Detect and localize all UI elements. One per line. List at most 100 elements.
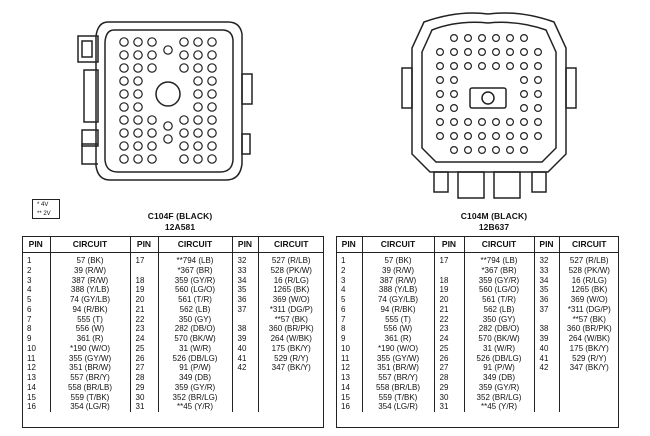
pin-number: 4 <box>22 285 51 295</box>
connector-pin-hole <box>435 131 444 140</box>
pin-number: 18 <box>434 275 465 286</box>
circuit-value: 94 (R/BK) <box>50 304 131 315</box>
circuit-value <box>559 402 619 412</box>
c104m-name: C104M (BLACK) <box>460 211 528 221</box>
connector-pin-hole <box>163 121 173 131</box>
connector-pin-hole <box>534 103 543 112</box>
pin-number: 22 <box>130 314 159 325</box>
connector-pin-hole <box>505 61 514 70</box>
pin-number: 38 <box>534 324 560 334</box>
circuit-value: 369 (W/O) <box>272 295 310 304</box>
connector-pin-hole <box>519 103 528 112</box>
circuit-value <box>258 402 324 412</box>
pin-number: 18 <box>130 275 159 286</box>
pin-number: 23 <box>130 324 159 334</box>
pin-number: 32 <box>232 252 259 266</box>
circuit-value: *367 (BR) <box>158 265 233 276</box>
connector-pin-hole <box>534 75 543 84</box>
connector-pin-hole <box>435 75 444 84</box>
connector-pin-hole <box>207 102 217 112</box>
connector-pin-hole <box>534 89 543 98</box>
pin-number: 37 <box>232 304 259 315</box>
circuit-value: 361 (R) <box>362 334 435 344</box>
circuit-value: 264 (W/BK) <box>568 334 610 343</box>
circuit-value: **794 (LB) <box>464 252 535 266</box>
circuit-value: 16 (R/LG) <box>273 275 309 285</box>
connector-pin-hole <box>505 117 514 126</box>
circuit-value <box>258 393 324 403</box>
circuit-value: 557 (BR/Y) <box>50 373 131 383</box>
connector-pin-hole <box>133 37 143 47</box>
pin-number: 11 <box>336 353 363 364</box>
connector-pin-hole <box>193 102 203 112</box>
connector-pin-hole <box>163 45 173 55</box>
connector-pin-hole <box>449 75 458 84</box>
pin-number: 20 <box>434 295 465 305</box>
connector-pin-hole <box>179 63 189 73</box>
connector-pin-hole <box>133 154 143 164</box>
circuit-value: 349 (DB) <box>464 373 535 383</box>
pin-number: 19 <box>130 285 159 295</box>
circuit-value <box>559 373 619 383</box>
pin-number: 24 <box>130 334 159 344</box>
pin-number: 30 <box>130 392 159 403</box>
circuit-value: 349 (DB) <box>158 373 233 383</box>
circuit-header: CIRCUIT <box>464 236 535 253</box>
circuit-value: 282 (DB/O) <box>464 324 535 334</box>
pin-number: 20 <box>130 295 159 305</box>
connector-pin-hole <box>119 89 129 99</box>
connector-pin-hole <box>147 128 157 138</box>
connector-pin-hole <box>449 117 458 126</box>
pin-number: 31 <box>130 402 159 412</box>
connector-pin-hole <box>193 37 203 47</box>
circuit-value: 556 (W) <box>50 324 131 334</box>
connector-pin-hole <box>207 141 217 151</box>
connector-pin-hole <box>207 115 217 125</box>
pin-number: 36 <box>534 295 560 305</box>
pin-number: 39 <box>534 334 560 344</box>
circuit-header: CIRCUIT <box>50 236 131 253</box>
connector-pin-hole <box>519 146 528 155</box>
connector-pin-hole <box>147 115 157 125</box>
circuit-value: 570 (BK/W) <box>464 334 535 344</box>
pin-number: 10 <box>336 343 363 354</box>
circuit-value: 351 (BR/W) <box>362 363 435 373</box>
pin-number <box>534 373 560 383</box>
connector-pin-hole <box>179 115 189 125</box>
connector-pin-hole <box>534 61 543 70</box>
connector-pin-hole <box>534 131 543 140</box>
pin-number: 8 <box>22 324 51 334</box>
connector-pin-hole <box>193 63 203 73</box>
pin-header: PIN <box>336 236 363 253</box>
connector-pin-hole <box>435 47 444 56</box>
pin-number: 22 <box>434 314 465 325</box>
circuit-value: 31 (W/R) <box>158 343 233 354</box>
pin-header: PIN <box>534 236 560 253</box>
circuit-value: 16 (R/LG) <box>571 275 607 285</box>
circuit-value: 347 (BK/Y) <box>569 363 609 373</box>
connector-pin-hole <box>477 146 486 155</box>
circuit-value <box>559 383 619 393</box>
circuit-value: 562 (LB) <box>158 304 233 315</box>
connector-pin-hole <box>179 50 189 60</box>
connector-pin-hole <box>449 61 458 70</box>
connector-pin-hole <box>147 37 157 47</box>
circuit-value: 561 (T/R) <box>158 295 233 305</box>
connector-pin-hole <box>435 61 444 70</box>
pin-number <box>534 314 560 325</box>
pin-number: 3 <box>336 275 363 286</box>
